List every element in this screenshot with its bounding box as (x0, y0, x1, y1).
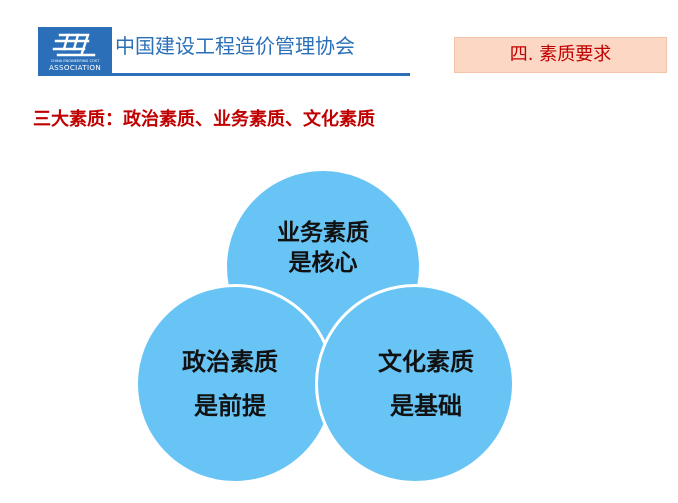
slide-subtitle: 三大素质：政治素质、业务素质、文化素质 (33, 109, 375, 130)
logo-subtext: CHINA ENGINEERING COST (50, 59, 100, 63)
section-label: 四. 素质要求 (454, 37, 667, 73)
header-divider (38, 73, 410, 76)
circle-caption: 是核心 (288, 250, 358, 276)
association-logo: CHINA ENGINEERING COST ASSOCIATION (38, 27, 112, 73)
circle-caption: 是前提 (194, 392, 266, 420)
circle-caption: 是基础 (390, 392, 462, 420)
circle-title: 业务素质 (277, 220, 369, 246)
circle-title: 政治素质 (182, 348, 278, 376)
circle-political-quality: 政治素质 是前提 (135, 284, 335, 484)
organization-name: 中国建设工程造价管理协会 (115, 34, 355, 58)
logo-emblem-icon (52, 33, 96, 57)
circle-cultural-quality: 文化素质 是基础 (315, 284, 515, 484)
logo-text: ASSOCIATION (48, 63, 102, 72)
circle-title: 文化素质 (378, 348, 474, 376)
